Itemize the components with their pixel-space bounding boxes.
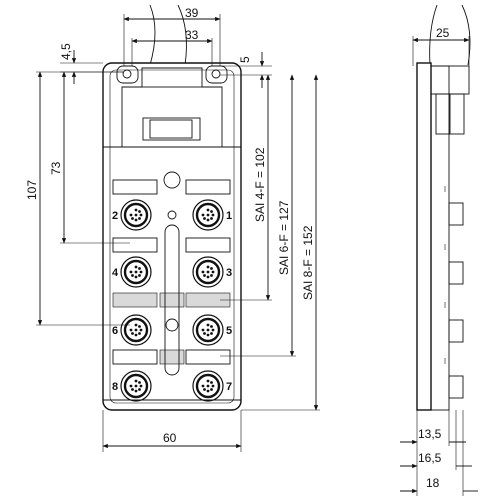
dim-top-offset: 4,5 — [59, 43, 73, 60]
dim-side-16-5: 16,5 — [418, 451, 442, 465]
side-view: 25 13,5 16,5 18 — [400, 4, 478, 496]
port-number-label: 8 — [112, 381, 118, 393]
dim-top-right: 5 — [238, 56, 252, 63]
port-connector: 4 — [112, 256, 152, 288]
port-connector: 6 — [112, 314, 152, 346]
dim-side-13-5: 13,5 — [418, 427, 442, 441]
port-connector: 7 — [192, 370, 232, 402]
port-number-label: 7 — [226, 381, 232, 393]
port-number-label: 6 — [112, 325, 118, 337]
dim-width-bottom: 60 — [163, 431, 177, 445]
port-number-label: 1 — [226, 210, 232, 222]
port-connector: 8 — [112, 370, 152, 402]
port-number-label: 3 — [226, 267, 232, 279]
label-windows — [112, 171, 231, 365]
dim-sai-8f: SAI 8-F = 152 — [301, 225, 315, 300]
dim-height-73: 73 — [49, 161, 63, 175]
dimension-lines: 39 33 4,5 5 107 73 SAI 4-F = 102 — [25, 6, 320, 452]
dim-height-107: 107 — [25, 180, 39, 200]
port-connector: 3 — [192, 256, 232, 288]
dim-side-top: 25 — [436, 26, 450, 40]
dim-sai-4f: SAI 4-F = 102 — [253, 147, 267, 222]
port-connector: 5 — [192, 314, 232, 346]
port-connector: 1 — [192, 199, 232, 231]
port-connector: 2 — [112, 199, 152, 231]
port-number-label: 5 — [226, 325, 232, 337]
dim-top-inner: 33 — [185, 28, 199, 42]
dim-side-18: 18 — [426, 476, 440, 490]
front-view: 1 2 3 4 5 6 7 8 — [102, 4, 242, 411]
port-number-label: 4 — [112, 267, 119, 279]
dim-sai-6f: SAI 6-F = 127 — [277, 200, 291, 275]
ports: 1 2 3 4 5 6 7 8 — [112, 199, 232, 402]
side-connectors — [444, 186, 464, 399]
port-number-label: 2 — [112, 210, 118, 222]
dim-top-outer: 39 — [185, 6, 199, 20]
